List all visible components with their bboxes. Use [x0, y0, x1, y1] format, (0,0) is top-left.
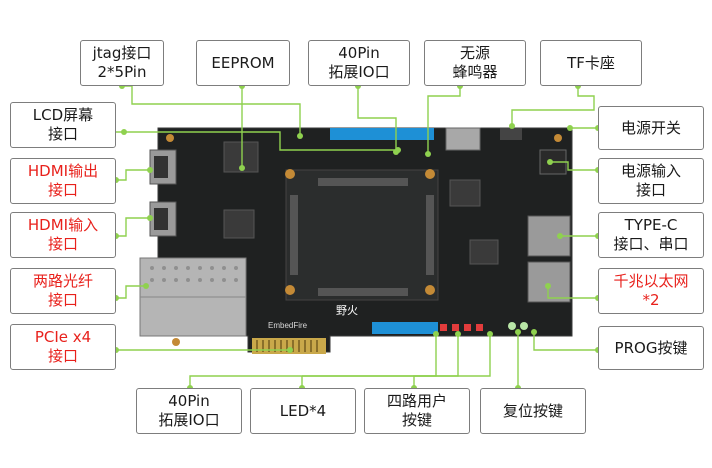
label-reset: 复位按键	[480, 388, 586, 434]
label-prog: PROG按键	[598, 326, 704, 370]
label-power-switch: 电源开关	[598, 106, 704, 150]
label-eeprom: EEPROM	[196, 40, 290, 86]
label-lcd: LCD屏幕 接口	[10, 102, 116, 148]
label-ethernet: 千兆以太网 *2	[598, 268, 704, 314]
label-user-keys: 四路用户 按键	[364, 388, 470, 434]
label-hdmi-out: HDMI输出 接口	[10, 158, 116, 204]
label-sfp: 两路光纤 接口	[10, 268, 116, 314]
label-pcie: PCIe x4 接口	[10, 324, 116, 370]
label-hdmi-in: HDMI输入 接口	[10, 212, 116, 258]
label-40pin-top: 40Pin 拓展IO口	[308, 40, 410, 86]
board-brand-text: EmbedFire	[268, 321, 308, 330]
label-tf: TF卡座	[540, 40, 642, 86]
label-40pin-bottom: 40Pin 拓展IO口	[136, 388, 242, 434]
label-jtag: jtag接口 2*5Pin	[80, 40, 164, 86]
label-led: LED*4	[250, 388, 356, 434]
label-typec: TYPE-C 接口、串口	[598, 212, 704, 258]
label-power-in: 电源输入 接口	[598, 158, 704, 204]
label-buzzer: 无源 蜂鸣器	[424, 40, 526, 86]
board-logo-text: 野火	[336, 304, 358, 317]
